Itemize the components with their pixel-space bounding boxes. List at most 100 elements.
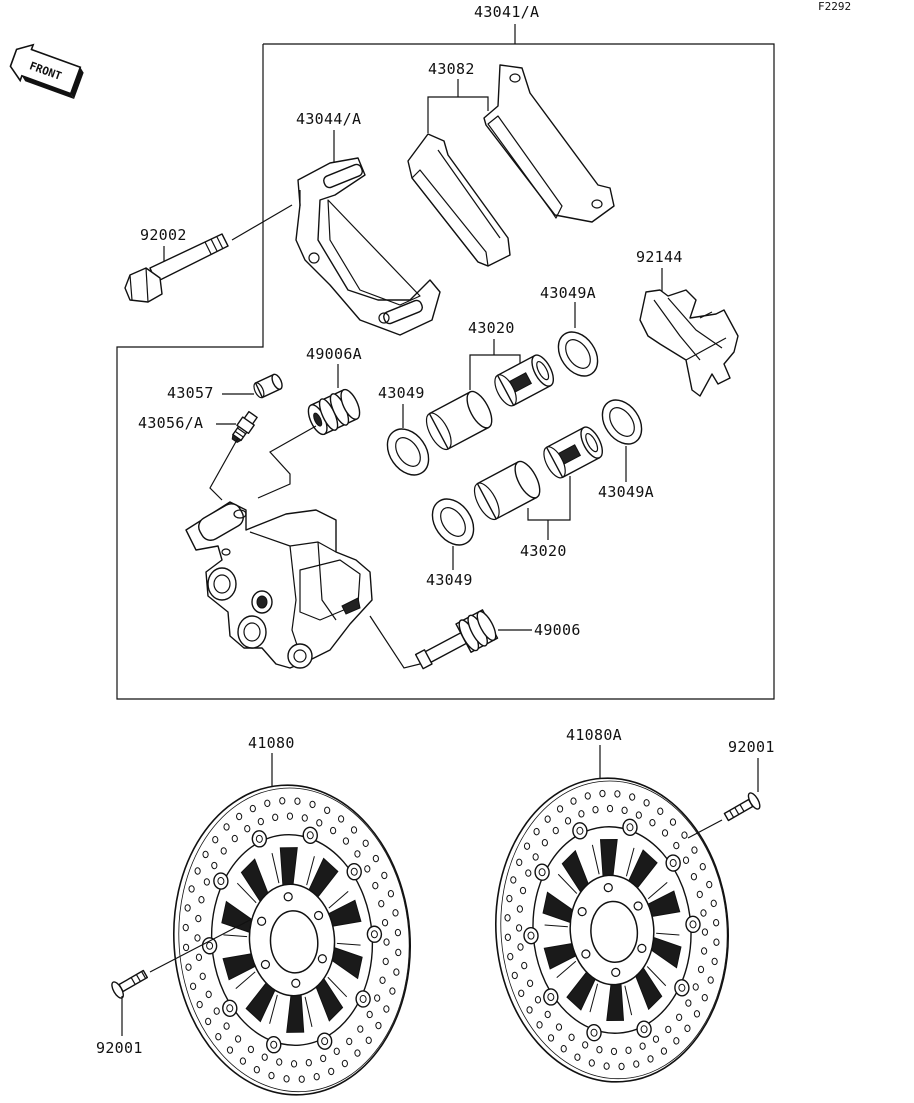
disc-left-vent-hole bbox=[215, 1033, 222, 1041]
disc-right-vent-hole bbox=[516, 905, 523, 913]
disc-right-vent-hole bbox=[526, 1006, 533, 1014]
disc-right-vent-hole bbox=[692, 983, 699, 991]
label-43049-left: 43049 bbox=[378, 384, 425, 402]
disc-left-vent-hole bbox=[184, 904, 191, 912]
disc-right-vent-hole bbox=[504, 914, 511, 922]
disc-right-vent-hole bbox=[610, 1047, 618, 1056]
disc-right-vent-hole bbox=[673, 1037, 680, 1045]
seal-43049-bottom: 43049 bbox=[426, 498, 475, 589]
label-43041a: 43041/A bbox=[474, 3, 539, 21]
label-92001-right: 92001 bbox=[728, 738, 775, 756]
disc-left-vent-hole bbox=[272, 813, 279, 822]
bleeder-valve: 43056/A bbox=[138, 410, 258, 501]
disc-left-bolt-hole bbox=[257, 916, 267, 926]
disc-right-vent-hole bbox=[693, 1010, 701, 1018]
disc-left-vent-hole bbox=[341, 1059, 348, 1068]
screw-92001-left: 92001 bbox=[96, 919, 251, 1057]
disc-right-vent-hole bbox=[521, 961, 528, 970]
disc-left-vent-hole bbox=[366, 1010, 373, 1019]
caliper-assembly-frame: 43041/A bbox=[116, 3, 775, 700]
disc-left-vent-hole bbox=[320, 1054, 327, 1063]
disc-right-vent-hole bbox=[652, 1035, 660, 1043]
label-49006a: 49006A bbox=[306, 345, 362, 363]
disc-right-bolt-hole bbox=[581, 949, 591, 959]
disc-left-vent-hole bbox=[374, 994, 381, 1002]
disc-right-vent-hole bbox=[673, 841, 680, 850]
disc-left-vent-hole bbox=[279, 797, 286, 805]
disc-right-vent-hole bbox=[510, 876, 517, 884]
disc-left-vent-hole bbox=[346, 1037, 353, 1046]
brake-disc-41080: 41080 bbox=[172, 734, 412, 1096]
disc-left-vent-hole bbox=[383, 1005, 390, 1013]
disc-left-vent-hole bbox=[382, 957, 389, 966]
disc-left-vent-hole bbox=[395, 948, 402, 957]
disc-left-vent-hole bbox=[294, 797, 301, 805]
label-92001-left: 92001 bbox=[96, 1039, 143, 1057]
disc-left-vent-hole bbox=[309, 800, 316, 809]
label-43020-bottom: 43020 bbox=[520, 542, 567, 560]
seal-43049-left: 43049 bbox=[378, 384, 430, 476]
disc-right-vent-hole bbox=[532, 853, 539, 861]
disc-right-vent-hole bbox=[582, 1041, 589, 1049]
disc-left-vent-hole bbox=[298, 1075, 305, 1083]
disc-right-vent-hole bbox=[661, 829, 669, 837]
disc-left-vent-hole bbox=[185, 963, 192, 971]
disc-right-vent-hole bbox=[603, 1062, 610, 1070]
brake-pads: 43082 bbox=[407, 60, 615, 267]
disc-right-vent-hole bbox=[518, 989, 525, 998]
disc-right-vent-hole bbox=[713, 938, 720, 946]
disc-right-vent-hole bbox=[625, 1046, 632, 1054]
disc-left-vent-hole bbox=[253, 1065, 260, 1074]
disc-left-vent-hole bbox=[301, 814, 308, 822]
disc-right-vent-hole bbox=[592, 806, 599, 814]
disc-right-vent-hole bbox=[584, 792, 591, 800]
disc-left-vent-hole bbox=[261, 1053, 268, 1061]
disc-left-vent-hole bbox=[205, 990, 212, 999]
disc-left-bolt-hole bbox=[291, 978, 301, 988]
disc-left-vent-hole bbox=[290, 1060, 298, 1068]
disc-left-vent-hole bbox=[223, 1022, 230, 1030]
disc-left-center-bore bbox=[269, 910, 319, 974]
disc-right-bolt-hole bbox=[603, 883, 613, 893]
pistons-43020-top: 43020 bbox=[425, 319, 555, 451]
disc-left-vent-hole bbox=[239, 1057, 247, 1065]
disc-left-vent-hole bbox=[354, 1049, 361, 1057]
disc-right-vent-hole bbox=[713, 919, 720, 927]
disc-right-vent-hole bbox=[633, 1060, 640, 1068]
disc-right-vent-hole bbox=[519, 886, 527, 895]
label-43057: 43057 bbox=[167, 384, 214, 402]
disc-right-vent-hole bbox=[588, 1059, 595, 1067]
disc-left-vent-hole bbox=[234, 1035, 242, 1043]
disc-left-vent-hole bbox=[203, 878, 210, 886]
disc-left-vent-hole bbox=[226, 1046, 234, 1054]
disc-right-bolt-hole bbox=[577, 907, 587, 917]
disc-right-vent-hole bbox=[701, 928, 709, 936]
disc-left-vent-hole bbox=[244, 825, 251, 833]
disc-right-vent-hole bbox=[541, 838, 548, 847]
disc-left-vent-hole bbox=[328, 1067, 335, 1076]
disc-right-vent-hole bbox=[568, 1033, 575, 1041]
disc-left-vent-hole bbox=[350, 826, 358, 834]
disc-right-center-bore bbox=[590, 900, 639, 963]
disc-left-bolt-hole bbox=[313, 910, 324, 921]
boot-49006a: 49006A bbox=[257, 345, 362, 499]
disc-right-vent-hole bbox=[681, 831, 688, 839]
disc-left-vent-hole bbox=[188, 885, 195, 893]
disc-right-bolt-hole bbox=[637, 943, 647, 953]
disc-left-vent-hole bbox=[365, 1036, 372, 1045]
disc-right-vent-hole bbox=[682, 856, 690, 864]
disc-left-vent-hole bbox=[342, 837, 350, 845]
disc-left-vent-hole bbox=[379, 976, 386, 984]
label-92002: 92002 bbox=[140, 226, 187, 244]
disc-right-vent-hole bbox=[691, 846, 698, 854]
disc-left-vent-hole bbox=[257, 817, 264, 826]
seal-43049a-right: 43049A bbox=[598, 399, 654, 501]
disc-right-vent-hole bbox=[596, 1045, 603, 1054]
disc-left-vent-hole bbox=[195, 914, 202, 923]
disc-right-vent-hole bbox=[676, 1013, 683, 1022]
disc-right-vent-hole bbox=[533, 827, 540, 836]
disc-left-vent-hole bbox=[313, 1072, 320, 1081]
disc-left-vent-hole bbox=[372, 881, 379, 890]
disc-right-vent-hole bbox=[599, 789, 606, 798]
disc-left-vent-hole bbox=[205, 1017, 212, 1026]
